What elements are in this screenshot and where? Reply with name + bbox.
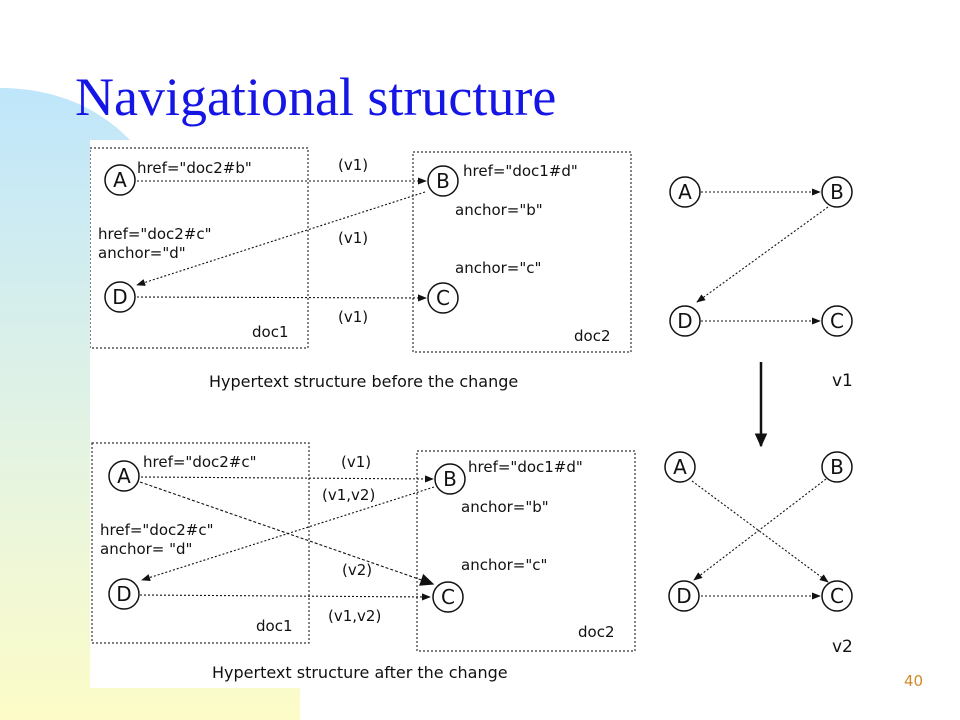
before-href-b: href="doc1#d" <box>463 162 578 180</box>
before-node-a-circle <box>104 164 136 196</box>
after-node-a: A <box>117 464 131 488</box>
after-link-ac-label: (v2) <box>342 561 372 579</box>
after-caption: Hypertext structure after the change <box>212 663 508 682</box>
before-link-dc-label: (v1) <box>338 308 368 326</box>
after-node-c: C <box>441 585 455 609</box>
after-href-d: href="doc2#c" <box>100 521 214 539</box>
v2-node-b-circle <box>821 451 853 483</box>
before-node-d-circle <box>104 281 136 313</box>
before-anchor-d: anchor="d" <box>98 244 186 262</box>
after-node-b: B <box>443 467 457 491</box>
v2-node-a-circle <box>664 451 696 483</box>
before-href-a: href="doc2#b" <box>137 159 252 177</box>
after-structure: A D B C href="doc2#c" href="doc2#c" anch… <box>91 442 636 682</box>
before-doc2-box <box>412 151 632 353</box>
v1-edge-b-d <box>696 206 829 303</box>
before-node-a: A <box>113 168 127 192</box>
v1-node-b: B <box>830 180 844 204</box>
graph-v2: A B D C v2 <box>664 451 853 657</box>
before-node-b: B <box>436 169 450 193</box>
v2-node-d: D <box>676 584 691 608</box>
v2-node-d-circle <box>668 580 700 612</box>
before-node-d: D <box>112 285 127 309</box>
v1-node-c-circle <box>821 305 853 337</box>
v1-node-c: C <box>830 309 844 333</box>
diagram-panel: A D B C href="doc2#b" href="doc2#c" anch… <box>90 140 870 688</box>
after-link-d-c <box>139 593 431 601</box>
after-link-a-b <box>140 475 434 483</box>
after-doc1-box <box>91 442 310 644</box>
v1-node-b-circle <box>821 176 853 208</box>
before-node-c-circle <box>427 282 459 314</box>
after-node-d-circle <box>108 578 140 610</box>
before-link-d-c <box>136 294 427 302</box>
after-node-a-circle <box>108 460 140 492</box>
v2-node-b: B <box>830 455 844 479</box>
after-doc2-label: doc2 <box>578 623 615 641</box>
after-node-c-circle <box>432 581 464 613</box>
after-node-d: D <box>116 582 131 606</box>
before-doc1-label: doc1 <box>252 323 289 341</box>
before-href-d: href="doc2#c" <box>98 225 212 243</box>
before-anchor-b: anchor="b" <box>455 201 543 219</box>
v1-node-d: D <box>677 309 692 333</box>
v2-label: v2 <box>832 637 853 657</box>
after-anchor-b: anchor="b" <box>461 498 549 516</box>
before-link-ab-label: (v1) <box>338 156 368 174</box>
v2-node-c-circle <box>821 580 853 612</box>
after-link-a-c <box>139 481 435 586</box>
after-doc2-box <box>416 450 636 652</box>
after-doc1-label: doc1 <box>256 617 293 635</box>
before-doc2-label: doc2 <box>574 327 611 345</box>
v2-edge-a-c <box>691 480 829 583</box>
v1-node-a: A <box>678 180 692 204</box>
after-link-bd-label: (v1,v2) <box>322 486 375 504</box>
after-href-a: href="doc2#c" <box>143 453 257 471</box>
v1-label: v1 <box>832 371 853 391</box>
after-anchor-c: anchor="c" <box>461 556 547 574</box>
after-href-b: href="doc1#d" <box>468 458 583 476</box>
after-node-b-circle <box>434 463 466 495</box>
after-anchor-d: anchor= "d" <box>100 540 192 558</box>
v1-node-d-circle <box>669 305 701 337</box>
v1-node-a-circle <box>669 176 701 208</box>
before-doc1-box <box>90 147 309 349</box>
before-structure: A D B C href="doc2#b" href="doc2#c" anch… <box>90 147 632 391</box>
before-node-b-circle <box>427 165 459 197</box>
after-link-ab-label: (v1) <box>341 453 371 471</box>
v2-edge-b-d <box>693 478 827 581</box>
v2-node-a: A <box>673 455 687 479</box>
slide-title: Navigational structure <box>75 67 557 127</box>
navigation-diagram: A D B C href="doc2#b" href="doc2#c" anch… <box>90 147 853 682</box>
after-link-dc-label: (v1,v2) <box>328 607 381 625</box>
before-node-c: C <box>436 286 450 310</box>
before-link-b-d <box>136 191 426 286</box>
before-caption: Hypertext structure before the change <box>209 372 518 391</box>
page-number: 40 <box>904 672 924 690</box>
before-link-bd-label: (v1) <box>338 229 368 247</box>
before-anchor-c: anchor="c" <box>455 259 541 277</box>
graph-v1: A B D C v1 <box>669 176 853 391</box>
v2-node-c: C <box>830 584 844 608</box>
